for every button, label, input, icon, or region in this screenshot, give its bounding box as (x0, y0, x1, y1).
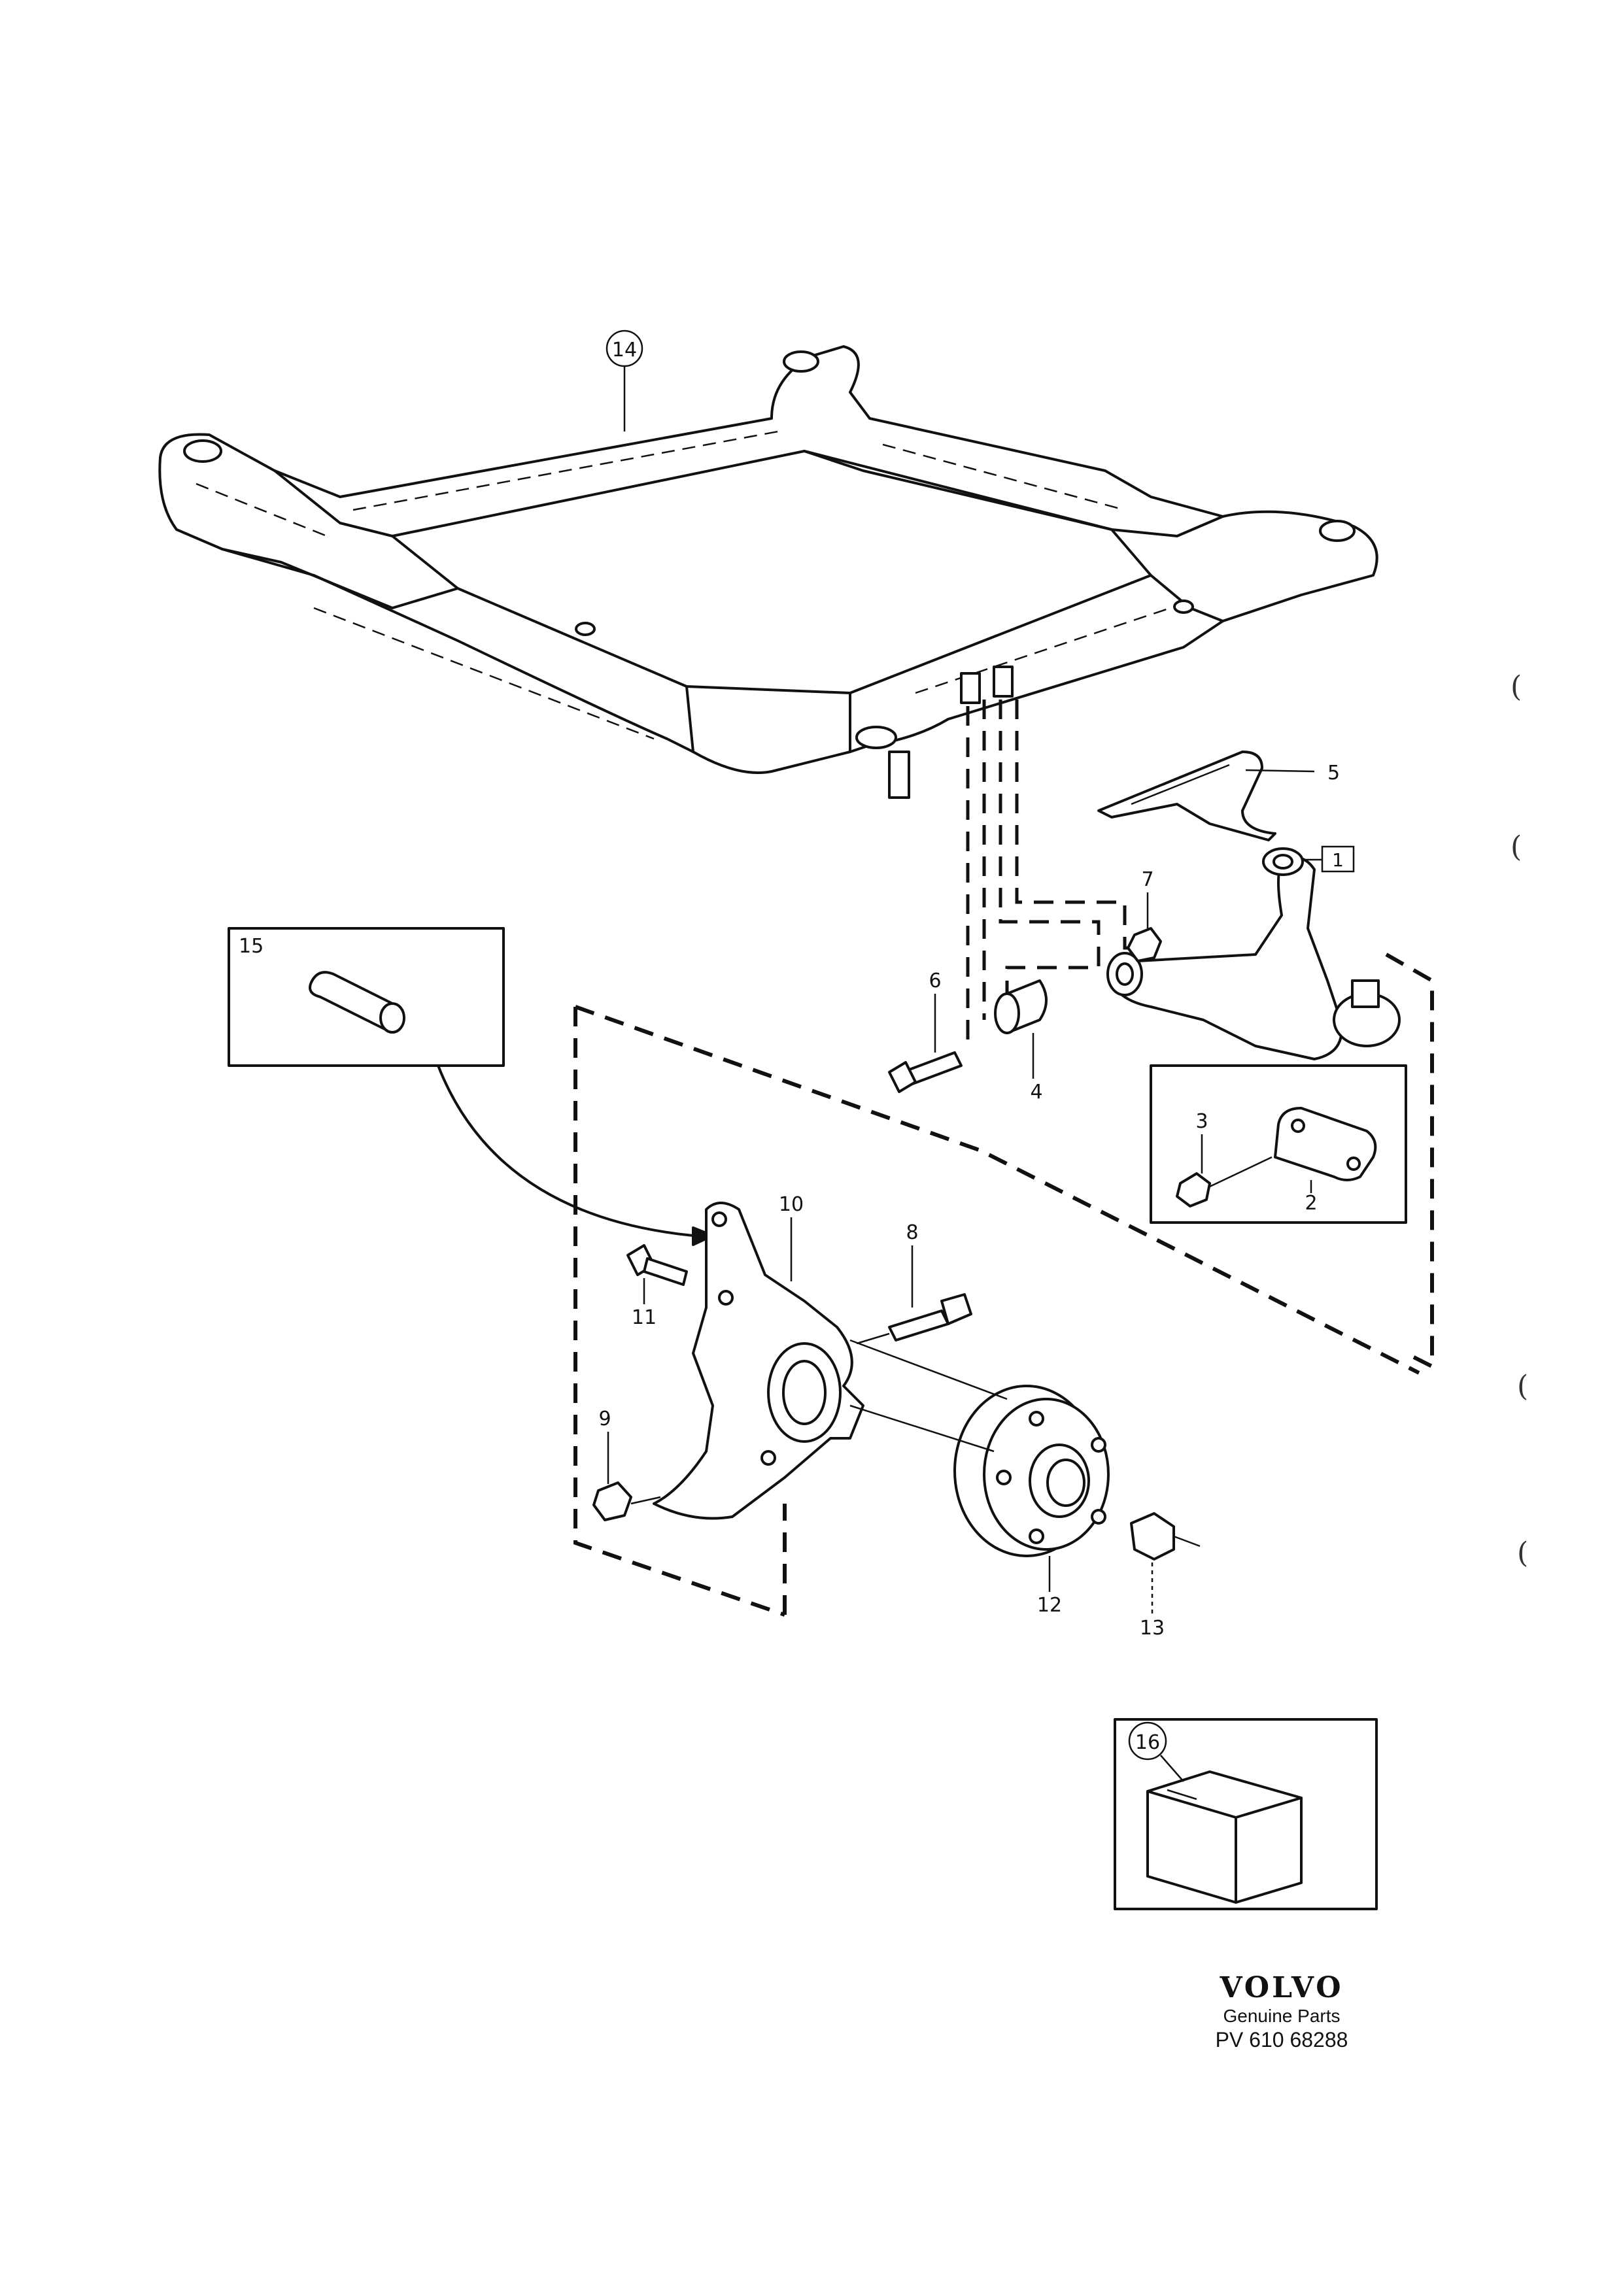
callout-12: 12 (1037, 1594, 1062, 1617)
diagram-code: PV 610 68288 (1215, 2028, 1348, 2051)
callout-10: 10 (779, 1193, 804, 1216)
callout-9: 9 (598, 1408, 611, 1430)
callout-7: 7 (1141, 868, 1153, 891)
callout-1: 1 (1332, 849, 1344, 871)
margin-mark: ( (1517, 1536, 1529, 1570)
part-6-bolt (888, 1051, 963, 1093)
callout-15: 15 (239, 935, 264, 958)
callout-6: 6 (929, 970, 941, 992)
part-9-nut (592, 1481, 661, 1521)
callout-11: 11 (632, 1306, 657, 1329)
callout-2: 2 (1305, 1192, 1317, 1215)
part-12-hub (849, 1339, 1110, 1557)
callout-3: 3 (1195, 1110, 1208, 1133)
part-16-box (1114, 1718, 1378, 1910)
knuckle-dashed-box (573, 1005, 1420, 1617)
callout-13: 13 (1140, 1617, 1165, 1640)
callout-16: 16 (1135, 1731, 1160, 1754)
callout-14: 14 (612, 339, 637, 362)
margin-mark: ( (1511, 670, 1522, 703)
callout-4: 4 (1030, 1081, 1042, 1104)
volvo-logo: VOLVO (1220, 1971, 1344, 2004)
part-5-shield (1097, 751, 1315, 841)
part-4-bushing (994, 979, 1048, 1034)
brand-subtitle: Genuine Parts (1223, 2006, 1341, 2026)
callout-5: 5 (1327, 762, 1340, 785)
parts-2-3-box (1150, 1064, 1407, 1224)
part-11-bolt (626, 1244, 688, 1286)
margin-mark: ( (1511, 830, 1522, 864)
part-1-control-arm (1106, 847, 1434, 1370)
part-13-nut (1130, 1512, 1201, 1561)
part-7-nut (1127, 927, 1162, 962)
callout-labels: 14 1 5 7 6 4 3 2 15 10 8 11 9 12 13 16 (239, 329, 1355, 1782)
subframe (158, 345, 1378, 799)
callout-8: 8 (906, 1221, 918, 1244)
part-8-bolt (856, 1293, 972, 1345)
margin-mark: ( (1517, 1370, 1529, 1403)
part-10-knuckle (653, 1202, 864, 1520)
brand-block: VOLVO Genuine Parts PV 610 68288 (1197, 1971, 1367, 2052)
part-15-box (228, 927, 714, 1246)
dashed-leaders (966, 700, 1151, 1046)
